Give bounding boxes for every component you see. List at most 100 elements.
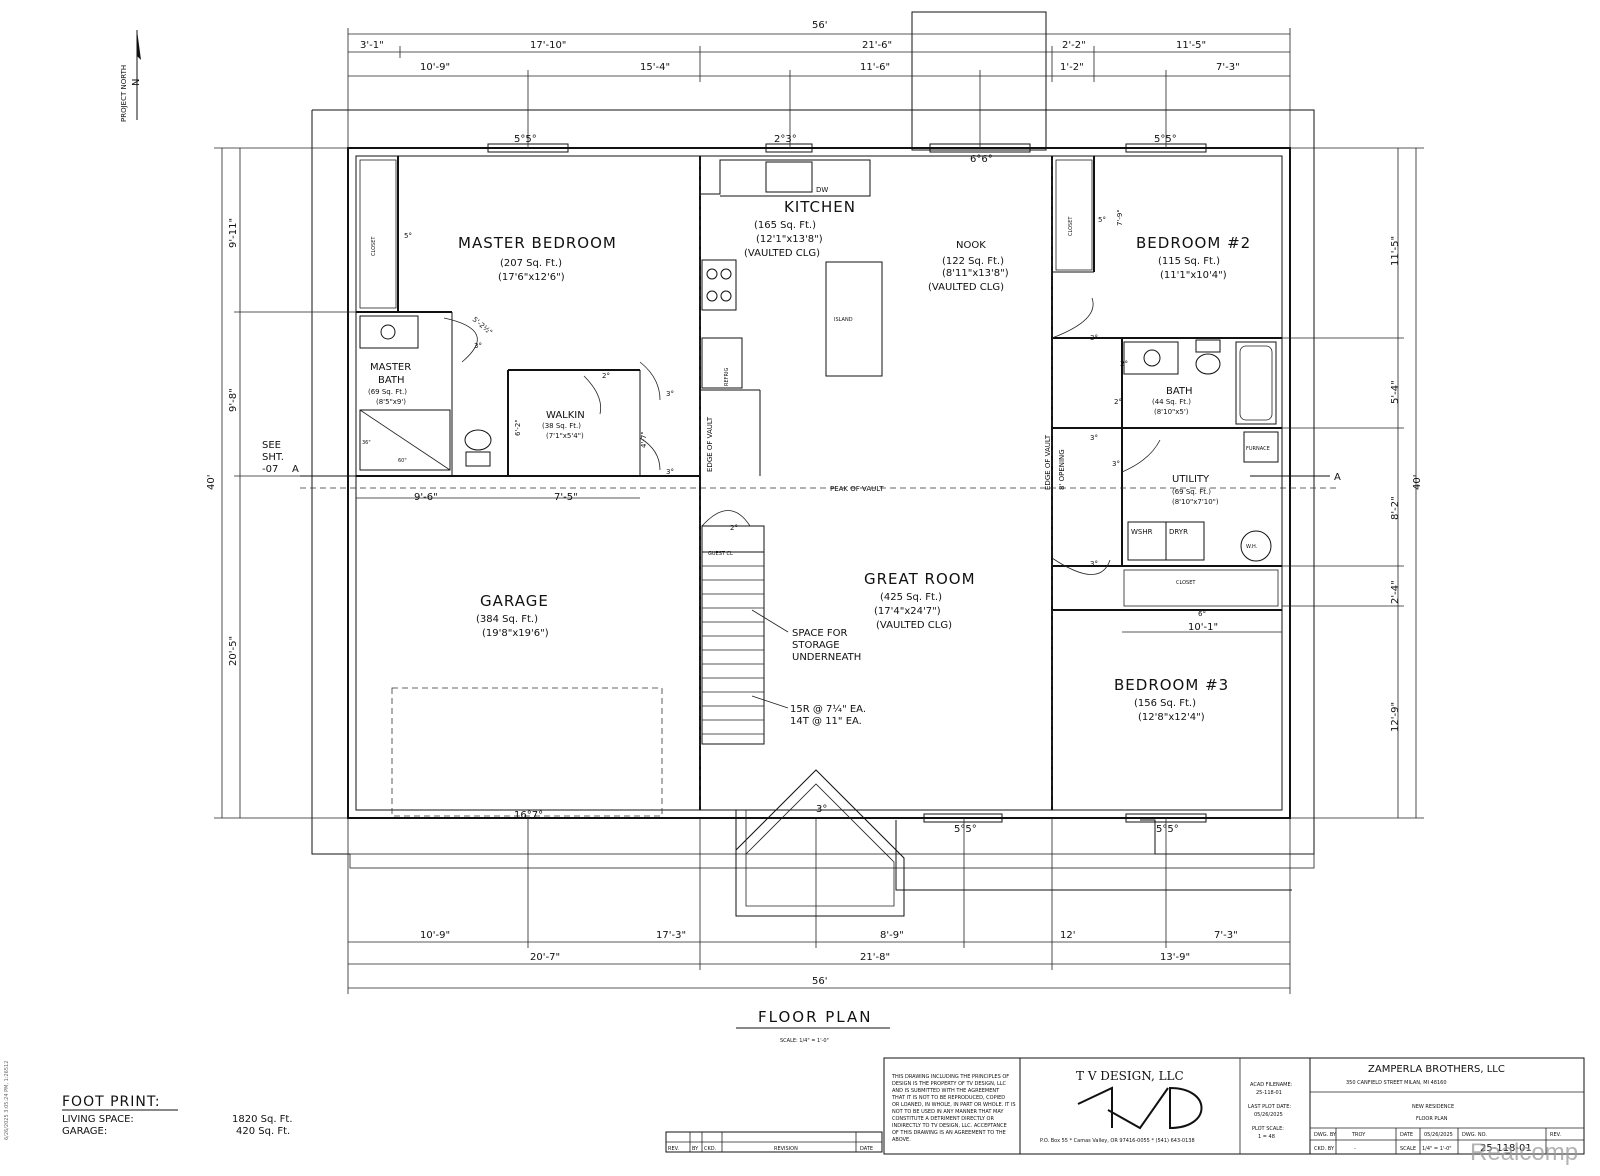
bedroom3-closet-label: CLOSET <box>1176 580 1196 586</box>
dim-misc-16: 6° <box>1198 610 1206 618</box>
dim-bot-win-0: 16°7° <box>514 810 543 821</box>
disclaimer-5: NOT TO BE USED IN ANY MANNER THAT MAY <box>892 1109 1004 1115</box>
dim-misc-5: 4'-7" <box>640 431 648 448</box>
dim-bot-r2-2: 13'-9" <box>1160 952 1190 963</box>
north-arrow: PROJECT NORTH N <box>120 30 142 122</box>
great-room-size: (17'4"x24'7") <box>874 606 941 617</box>
front-porch-inner <box>745 783 895 907</box>
master-bath-title-1: MASTER <box>370 362 411 373</box>
bath-fixtures <box>1123 339 1277 425</box>
nook-title: NOOK <box>956 240 986 251</box>
bath-title: BATH <box>1166 386 1193 397</box>
dim-misc-14: 3° <box>1090 560 1098 568</box>
see-sht-3: -07 <box>262 464 278 475</box>
dim-bot-r1-0: 10'-9" <box>420 930 450 941</box>
furnace-label: FURNACE <box>1246 446 1270 452</box>
edge-of-vault-label-left: EDGE OF VAULT <box>706 416 714 472</box>
stairs: GUEST CL <box>701 510 765 745</box>
plot-value: 05/26/2025 <box>1254 1112 1283 1118</box>
right-dimensions <box>1282 147 1424 819</box>
kitchen-size: (12'1"x13'8") <box>756 234 823 245</box>
section-mark-right: A <box>1334 472 1341 483</box>
dwg-by-label: DWG. BY <box>1314 1132 1337 1138</box>
rev-label: REV. <box>1550 1132 1561 1138</box>
dim-bot-r1-2: 8'-9" <box>880 930 904 941</box>
top-dim-text: 56' 3'-1" 17'-10" 21'-6" 2'-2" 11'-5" 10… <box>360 20 1240 165</box>
stair-note-1: SPACE FOR <box>792 628 848 639</box>
island-label: ISLAND <box>834 317 853 323</box>
kitchen-title: KITCHEN <box>784 198 856 216</box>
dim-right-seg-3: 2'-4" <box>1390 580 1401 604</box>
dim-misc-6: 3° <box>666 390 674 398</box>
refrig-label: REFRIG <box>724 368 730 386</box>
dim-mb-0: 9'-6" <box>414 492 438 503</box>
dim-bot-overall: 56' <box>812 976 827 987</box>
master-bath-size: (8'5"x9') <box>376 398 406 406</box>
dim-bot-r2-1: 21'-8" <box>860 952 890 963</box>
utility-title: UTILITY <box>1172 474 1210 485</box>
bottom-dimensions <box>347 818 1291 994</box>
master-closet-label: CLOSET <box>371 236 377 256</box>
peak-of-vault-label: PEAK OF VAULT <box>830 485 884 493</box>
master-bedroom-title: MASTER BEDROOM <box>458 234 617 252</box>
dim-bot-r2-0: 20'-7" <box>530 952 560 963</box>
dwg-no: 25-118-01 <box>1480 1143 1532 1154</box>
utility-area: (69 Sq. Ft.) <box>1172 488 1211 496</box>
walkin-title: WALKIN <box>546 410 585 421</box>
top-dimensions <box>347 28 1291 148</box>
ckd-label: CKD. BY <box>1314 1146 1335 1152</box>
disclaimer-8: OF THIS DRAWING IS AN AGREEMENT TO THE <box>892 1130 1006 1136</box>
dim-top-r1-2: 21'-6" <box>862 40 892 51</box>
dim-top-overall: 56' <box>812 20 827 31</box>
disclaimer-6: CONSTITUTE A DETRIMENT DIRECTLY OR <box>892 1116 994 1122</box>
stair-spec-2: 14T @ 11" EA. <box>790 716 862 727</box>
dim-misc-7: 3° <box>666 468 674 476</box>
plan-scale: SCALE: 1/4" = 1'-0" <box>780 1038 829 1044</box>
footprint-garage-label: GARAGE: <box>62 1126 107 1137</box>
dim-br3-width: 10'-1" <box>1188 622 1218 633</box>
acad-value: 25-118-01 <box>1256 1090 1282 1096</box>
stair-spec-leader <box>751 695 789 709</box>
walkin-area: (38 Sq. Ft.) <box>542 422 581 430</box>
realcomp-watermark: Realcomp <box>1470 1139 1578 1166</box>
footprint-living-label: LIVING SPACE: <box>62 1114 134 1125</box>
dim-misc-19: 36" <box>362 440 371 446</box>
dim-right-seg-2: 8'-2" <box>1390 496 1401 520</box>
dim-top-r2-0: 10'-9" <box>420 62 450 73</box>
great-room-area: (425 Sq. Ft.) <box>880 592 942 603</box>
disclaimer-1: DESIGN IS THE PROPERTY OF TV DESIGN, LLC <box>892 1081 1007 1087</box>
dim-mb-1: 7'-5" <box>554 492 578 503</box>
dim-left-overall: 40' <box>206 475 217 490</box>
sheet-name: FLOOR PLAN <box>1416 1116 1448 1122</box>
wshr-label: WSHR <box>1131 528 1153 536</box>
stair-note-3: UNDERNEATH <box>792 652 861 663</box>
wh-label: W.H. <box>1246 544 1258 550</box>
footprint-garage-value: 420 Sq. Ft. <box>236 1126 290 1137</box>
dim-right-seg-1: 5'-4" <box>1390 380 1401 404</box>
section-mark-left: A <box>292 464 299 475</box>
guest-cl-label: GUEST CL <box>708 551 733 557</box>
bedroom3-title: BEDROOM #3 <box>1114 676 1229 694</box>
dim-misc-18: 60" <box>398 458 407 464</box>
bedroom2-closet-label: CLOSET <box>1068 216 1074 236</box>
nook-note: (VAULTED CLG) <box>928 282 1004 293</box>
dim-top-r2-2: 11'-6" <box>860 62 890 73</box>
garage-door <box>391 687 663 817</box>
scale2-label: SCALE <box>1400 1146 1416 1152</box>
rev-col-ckd: CKD. <box>704 1146 717 1152</box>
project-name: NEW RESIDENCE <box>1412 1104 1454 1110</box>
plot-label: LAST PLOT DATE: <box>1248 1104 1291 1110</box>
dim-bot-win-3: 5°5° <box>1156 824 1179 835</box>
footprint-table: FOOT PRINT: LIVING SPACE: 1820 Sq. Ft. G… <box>62 1094 293 1137</box>
date-value: 05/26/2025 <box>1424 1132 1453 1138</box>
island <box>825 261 883 377</box>
side-stamp: 6/26/2025 3:05:24 PM, 1:26512 <box>4 1061 10 1140</box>
disclaimer-7: INDIRECTLY TO TV DESIGN, LLC. ACCEPTANCE <box>892 1123 1007 1129</box>
master-bath-title-2: BATH <box>378 375 405 386</box>
master-closet <box>359 159 397 309</box>
opening-label: 8' OPENING <box>1058 449 1066 490</box>
left-dimensions <box>214 147 356 819</box>
bottom-dim-text: 10'-9" 17'-3" 8'-9" 12' 7'-3" 20'-7" 21'… <box>420 804 1238 987</box>
dim-right-overall: 40' <box>1412 475 1423 490</box>
